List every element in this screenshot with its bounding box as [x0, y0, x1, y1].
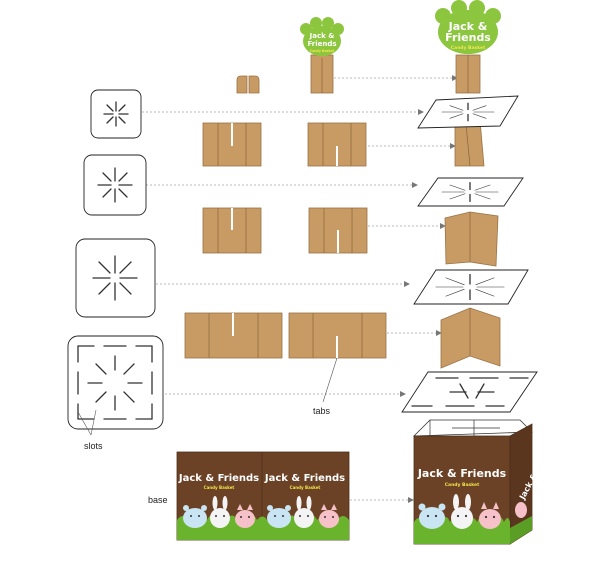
top-logo-line2: Friends — [445, 31, 491, 44]
paw-logo-icon — [435, 0, 501, 54]
base-label: base — [148, 495, 168, 505]
bunny-character-icon — [294, 496, 314, 528]
pig-character-icon — [479, 502, 501, 529]
small-logo-tagline: Candy Basket — [310, 49, 335, 53]
stem-tab-piece — [236, 75, 260, 94]
paw-logo-icon — [300, 17, 344, 56]
tray-large — [75, 238, 156, 318]
guide-lines — [142, 75, 458, 503]
divider-panel-row1-right — [307, 122, 367, 167]
divider-panel-row2-right — [308, 207, 368, 254]
box-front-brand: Jack & Friends — [417, 467, 507, 480]
pig-character-icon — [515, 502, 527, 518]
divider-panel-row1-left — [202, 122, 262, 167]
base-left-brand: Jack & Friends — [178, 473, 259, 484]
bear-character-icon — [183, 505, 207, 528]
assembled-tray-base — [401, 371, 538, 413]
box-front-tagline: Candy Basket — [445, 482, 480, 488]
assembled-tray-3 — [413, 269, 529, 305]
stem-with-logo: Jack & Friends Candy Basket — [300, 17, 344, 94]
pig-character-icon — [235, 504, 255, 528]
top-logo-line1: Jack & — [448, 20, 488, 33]
tray-medium — [83, 154, 147, 216]
small-logo-line2: Friends — [307, 40, 336, 48]
bear-character-icon — [418, 503, 446, 529]
assembled-tray-1 — [417, 95, 519, 129]
divider-panel-row3-right — [288, 312, 387, 359]
bear-character-icon — [267, 505, 291, 528]
base-right-tagline: Candy Basket — [290, 485, 321, 490]
box-characters — [418, 494, 527, 529]
tray-base — [67, 335, 164, 430]
assembled-post — [440, 54, 501, 369]
base-right-brand: Jack & Friends — [264, 473, 345, 484]
top-logo-tagline: Candy Basket — [451, 45, 486, 51]
slots-label: slots — [84, 441, 103, 451]
tray-small — [90, 89, 142, 139]
base-characters — [183, 496, 339, 528]
divider-panel-row2-left — [202, 207, 262, 254]
tabs-label: tabs — [313, 406, 331, 416]
base-flat-sleeve — [176, 451, 350, 541]
pig-character-icon — [319, 504, 339, 528]
divider-panel-row3-left — [184, 312, 283, 359]
assembled-tray-2 — [417, 177, 524, 207]
bunny-character-icon — [210, 496, 230, 528]
bunny-character-icon — [451, 494, 473, 529]
base-left-tagline: Candy Basket — [204, 485, 235, 490]
slots-leader-line — [77, 411, 92, 436]
small-logo-line1: Jack & — [309, 32, 335, 40]
tabs-leader-line — [322, 357, 338, 403]
slots-leader-line — [90, 409, 97, 436]
